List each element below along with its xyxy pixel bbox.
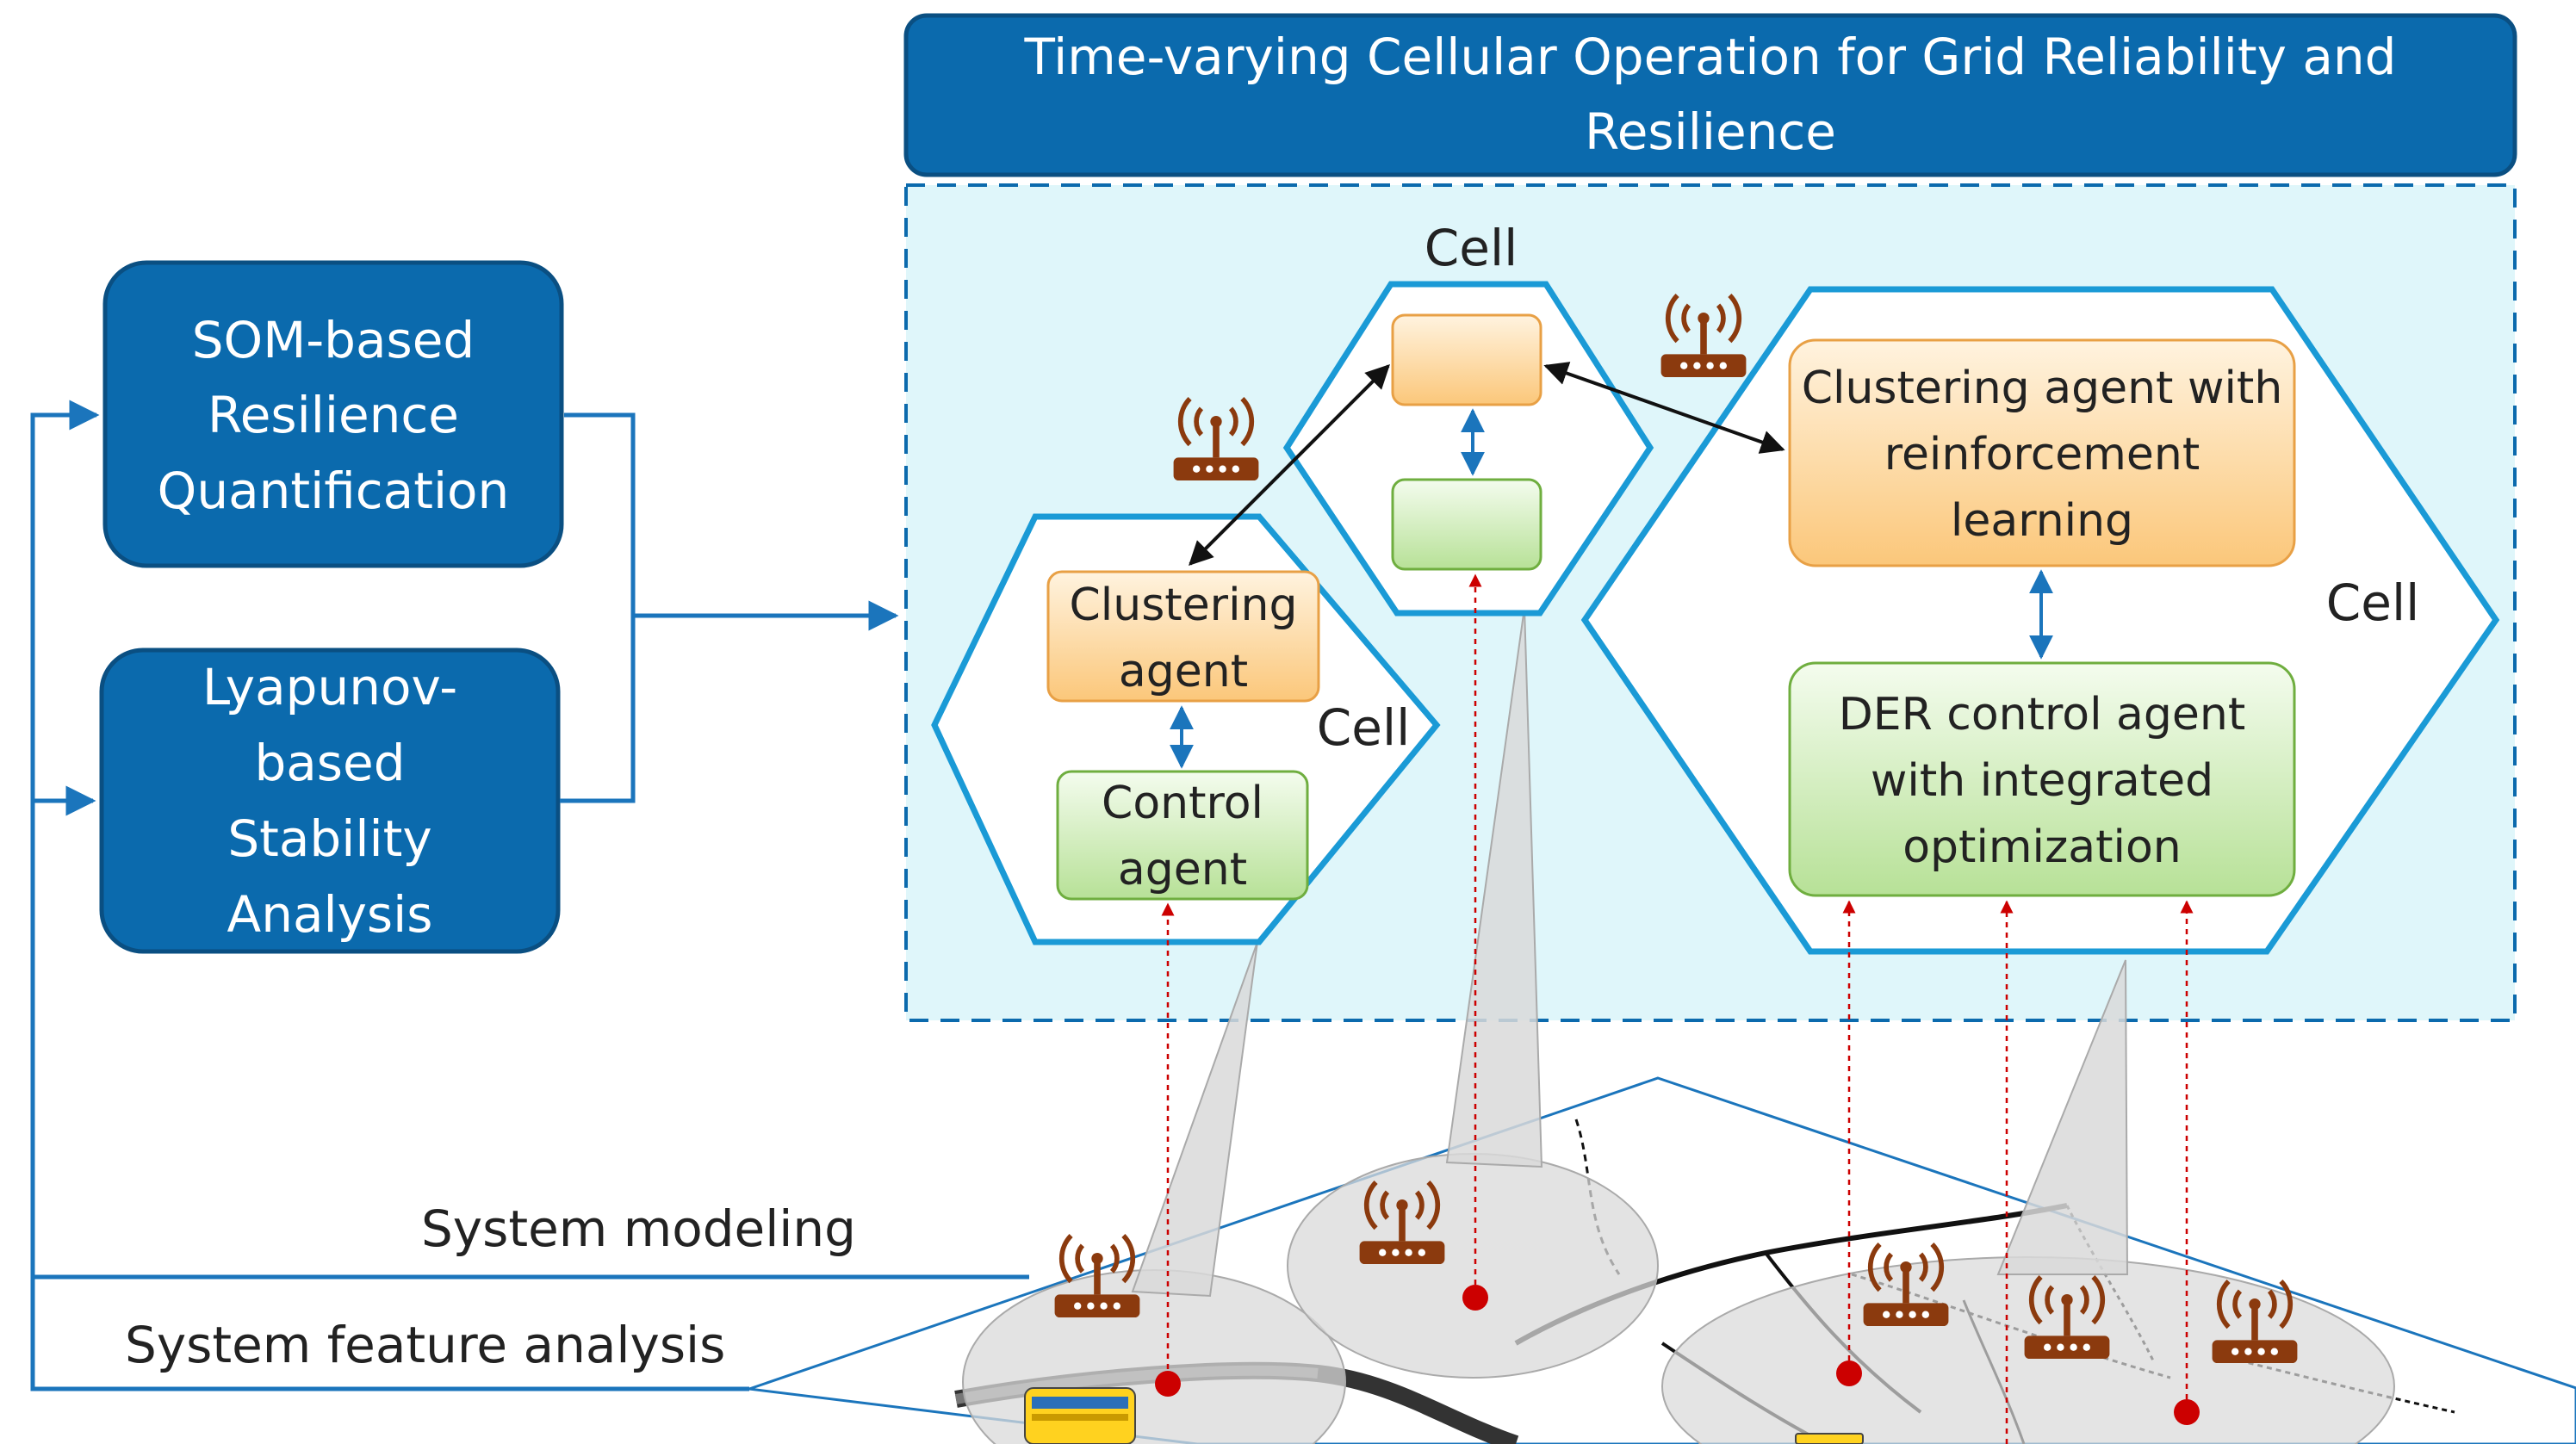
clustering-agent-box-large	[1788, 338, 2296, 567]
bus-icon	[1024, 1387, 1136, 1444]
cell-label-small: Cell	[1317, 698, 1410, 757]
lyapunov-line-4: Analysis	[227, 885, 433, 944]
clustering-agent-large-line-2: reinforcement	[1884, 429, 2200, 480]
map-bubble-center	[1287, 1153, 1659, 1379]
distribution-map-plane	[748, 607, 2576, 1444]
control-agent-small-line-2: agent	[1118, 844, 1247, 896]
callout-left	[1131, 941, 1258, 1298]
lyapunov-stability-box: Lyapunov- based Stability Analysis	[99, 648, 561, 954]
title-line-2: Resilience	[1585, 102, 1836, 161]
som-line-3: Quantification	[158, 462, 510, 520]
clustering-agent-small-line-2: agent	[1119, 646, 1248, 697]
network-node-icon	[1462, 1285, 1488, 1311]
network-node-icon	[2174, 1399, 2200, 1425]
network-node-icon	[1836, 1360, 1862, 1386]
der-control-agent-line-1: DER control agent	[1839, 689, 2246, 741]
intra-cell-arrows	[1170, 408, 2053, 769]
som-resilience-box: SOM-based Resilience Quantification	[102, 260, 564, 568]
system-modeling-label: System modeling	[421, 1199, 856, 1258]
lyapunov-line-2: based	[254, 734, 405, 792]
left-connectors	[30, 400, 1029, 1391]
clustering-agent-box-top	[1391, 313, 1542, 406]
title-line-1: Time-varying Cellular Operation for Grid…	[1024, 28, 2397, 86]
der-control-agent-line-3: optimization	[1903, 821, 2182, 873]
control-agent-box-small	[1056, 770, 1309, 901]
clustering-agent-small-line-1: Clustering	[1070, 579, 1298, 631]
clustering-agent-box-small	[1046, 570, 1320, 703]
lyapunov-line-3: Stability	[227, 809, 431, 868]
cell-label-top: Cell	[1425, 219, 1518, 277]
der-control-agent-box-large	[1788, 661, 2296, 897]
clustering-agent-large-line-1: Clustering agent with	[1802, 363, 2283, 414]
network-node-icon	[1155, 1371, 1181, 1397]
control-agent-small-line-1: Control	[1102, 778, 1263, 829]
som-line-2: Resilience	[208, 386, 459, 444]
callout-center	[1445, 607, 1543, 1168]
title-banner: Time-varying Cellular Operation for Grid…	[903, 13, 2517, 177]
cell-label-large: Cell	[2326, 573, 2419, 632]
lyapunov-line-1: Lyapunov-	[202, 658, 457, 716]
measurement-links	[1161, 573, 2194, 1444]
der-control-agent-line-2: with integrated	[1871, 755, 2213, 807]
bus-icon	[1795, 1433, 1864, 1444]
callout-right	[1996, 959, 2129, 1275]
clustering-agent-large-line-3: learning	[1951, 495, 2133, 547]
wireless-router-icon	[1055, 1236, 1140, 1317]
som-line-1: SOM-based	[192, 311, 475, 369]
control-agent-box-top	[1391, 478, 1542, 571]
system-feature-analysis-label: System feature analysis	[125, 1316, 725, 1374]
inter-cell-arrows	[1189, 362, 1785, 566]
